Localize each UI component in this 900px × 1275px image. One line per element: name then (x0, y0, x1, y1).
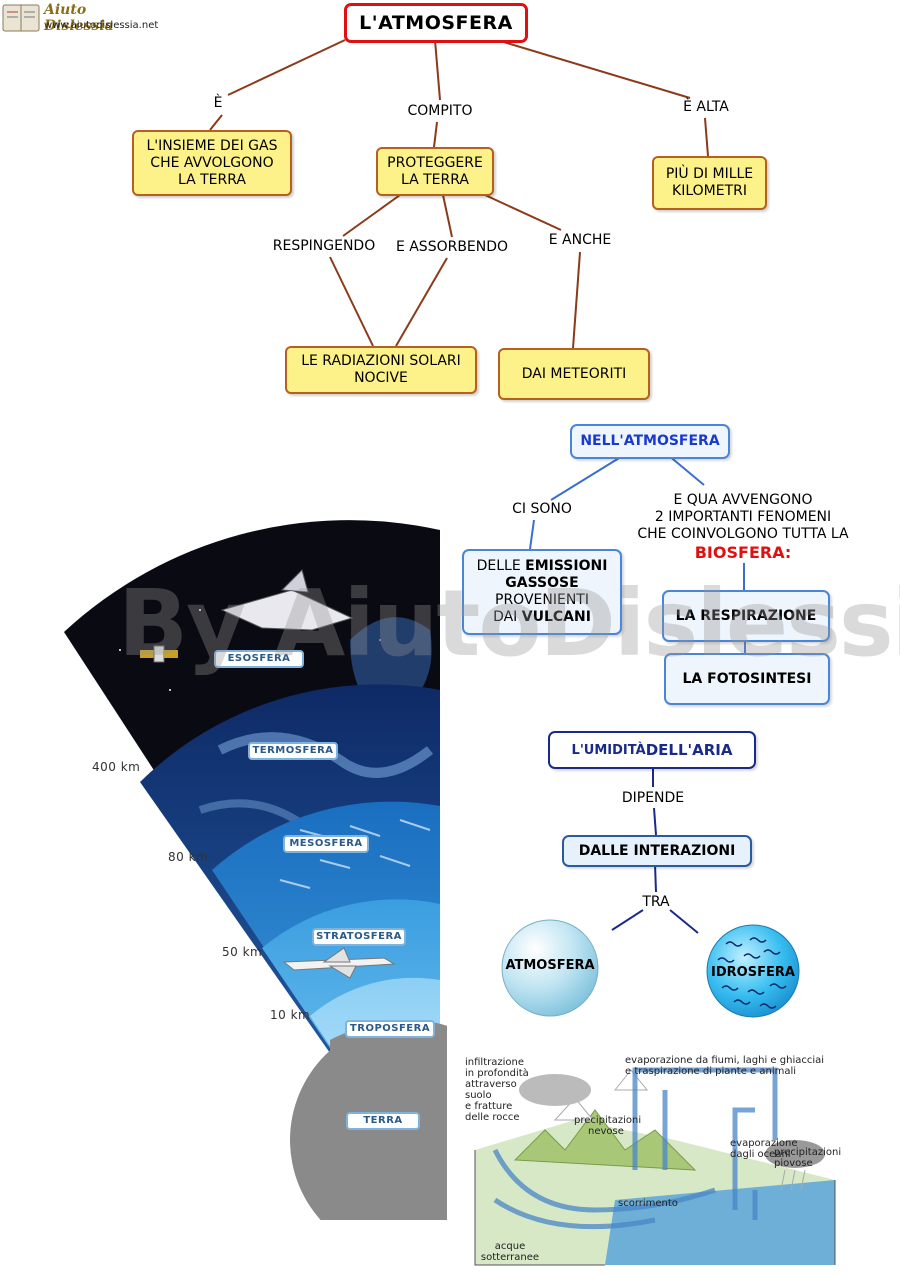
fenomeni-line3: CHE COINVOLGONO TUTTA LA (637, 526, 849, 542)
logo-url: www.aiutodislessia.net (44, 20, 159, 31)
box-proteggere: PROTEGGERE LA TERRA (376, 147, 494, 196)
box-nell-atmosfera: NELL'ATMOSFERA (570, 424, 730, 459)
cycle-scorrimento: scorrimento (618, 1198, 678, 1209)
box-respirazione: LA RESPIRAZIONE (662, 590, 830, 642)
nevose-l1: precipitazioni (574, 1115, 642, 1126)
layer-tag-stratosfera: STRATOSFERA (312, 928, 406, 946)
layer-tag-esosfera: ESOSFERA (214, 650, 304, 668)
layer-tag-termosfera: TERMOSFERA (248, 742, 338, 760)
link-label-dipende: DIPENDE (621, 790, 685, 806)
link-label-anche: E ANCHE (548, 232, 612, 248)
link-label-fenomeni: E QUA AVVENGONO 2 IMPORTANTI FENOMENI CH… (618, 492, 868, 561)
km-80: 80 km (168, 850, 209, 864)
cycle-evap-oceani: evaporazione dagli oceani (730, 1138, 798, 1160)
infiltrazione-l5: e fratture (465, 1101, 513, 1112)
box-umidita: L'UMIDITÀ DELL'ARIA (548, 731, 756, 769)
cycle-precip-nevose: precipitazioni nevose (574, 1115, 641, 1137)
emissioni-line4: DAI VULCANI (477, 609, 608, 626)
link-label-tra: TRA (642, 894, 670, 910)
layer-tag-troposfera: TROPOSFERA (345, 1020, 435, 1038)
emissioni-line2: GASSOSE (477, 575, 608, 592)
evap-fiumi-l2: e traspirazione di piante e animali (625, 1066, 797, 1077)
box-insieme-gas: L'INSIEME DEI GAS CHE AVVOLGONO LA TERRA (132, 130, 292, 196)
fenomeni-line1: E QUA AVVENGONO (673, 492, 813, 508)
km-400: 400 km (92, 760, 141, 774)
box-meteoriti: DAI METEORITI (498, 348, 650, 400)
km-50: 50 km (222, 945, 263, 959)
box-proteggere-line2: LA TERRA (400, 171, 469, 188)
box-emissioni: DELLE EMISSIONI GASSOSE PROVENIENTI DAI … (462, 549, 622, 635)
box-radiazioni-line2: NOCIVE (354, 370, 408, 386)
emissioni-line3: PROVENIENTI (495, 592, 589, 608)
emissioni-l1a: DELLE (476, 558, 526, 574)
box-gas-line2: CHE AVVOLGONO (150, 154, 274, 171)
emissioni-l2: GASSOSE (505, 575, 579, 591)
link-label-ci-sono: CI SONO (512, 501, 572, 517)
emissioni-l1b: EMISSIONI (525, 558, 608, 574)
box-gas-line1: L'INSIEME DEI GAS (146, 137, 278, 154)
nevose-l2: nevose (588, 1126, 624, 1137)
logo-name: Aiuto Dislessia (44, 2, 114, 34)
cycle-acque: acque sotterranee (472, 1241, 548, 1263)
umidita-part2: DELL'ARIA (645, 740, 733, 759)
fenomeni-line2: 2 IMPORTANTI FENOMENI (654, 509, 832, 525)
emissioni-l4a: DAI (493, 609, 522, 625)
infiltrazione-l3: attraverso (465, 1079, 517, 1090)
label-atmosfera: ATMOSFERA (505, 958, 595, 973)
km-10: 10 km (270, 1008, 311, 1022)
box-proteggere-line1: PROTEGGERE (387, 154, 483, 171)
oceani-l1: evaporazione (730, 1138, 798, 1149)
layer-tag-mesosfera: MESOSFERA (283, 835, 369, 853)
link-label-compito: COMPITO (407, 103, 473, 119)
link-label-assorbendo: E ASSORBENDO (395, 239, 509, 255)
infiltrazione-l4: suolo (465, 1090, 492, 1101)
umidita-part1: L'UMIDITÀ (571, 742, 646, 758)
infiltrazione-l2: in profondità (465, 1068, 529, 1079)
box-mille-line1: PIÙ DI MILLE (665, 166, 754, 182)
link-label-respingendo: RESPINGENDO (272, 238, 376, 254)
cycle-precip-piovose: precipitazioni piovose (774, 1147, 841, 1169)
evap-fiumi-l1: evaporazione da fiumi, laghi e ghiacciai (625, 1055, 825, 1066)
emissioni-line1: DELLE EMISSIONI (477, 558, 608, 575)
acque-l2: sotterranee (480, 1252, 540, 1263)
oceani-l2: dagli oceani (730, 1149, 791, 1160)
cycle-evaporazione-fiumi: evaporazione da fiumi, laghi e ghiacciai… (625, 1055, 824, 1077)
water-cycle-illustration (474, 1067, 836, 1266)
acque-l1: acque (494, 1241, 526, 1252)
emissioni-l4b: VULCANI (521, 609, 591, 625)
link-label-e: È (213, 95, 223, 111)
infiltrazione-l1: infiltrazione (465, 1057, 524, 1068)
box-gas-line3: LA TERRA (177, 171, 246, 188)
layer-tag-terra: TERRA (346, 1112, 420, 1130)
site-logo: Aiuto Dislessia www.aiutodislessia.net (0, 0, 158, 36)
label-idrosfera: IDROSFERA (711, 965, 795, 980)
sphere-idrosfera (706, 924, 800, 1018)
cycle-infiltrazione: infiltrazione in profondità attraverso s… (465, 1057, 529, 1123)
box-radiazioni: LE RADIAZIONI SOLARI NOCIVE (285, 346, 477, 394)
biosfera-label: BIOSFERA: (694, 543, 792, 562)
atmosphere-layers-illustration (64, 520, 447, 1220)
infiltrazione-l6: delle rocce (465, 1112, 520, 1123)
piovose-l1: precipitazioni (774, 1147, 842, 1158)
box-mille-line2: KILOMETRI (672, 183, 747, 199)
link-label-e-alta: È ALTA (683, 99, 729, 115)
book-icon (2, 4, 40, 32)
main-title: L'ATMOSFERA (344, 3, 528, 43)
box-mille-km: PIÙ DI MILLE KILOMETRI (652, 156, 767, 210)
box-interazioni: DALLE INTERAZIONI (562, 835, 752, 867)
piovose-l2: piovose (774, 1158, 813, 1169)
box-fotosintesi: LA FOTOSINTESI (664, 653, 830, 705)
box-radiazioni-line1: LE RADIAZIONI SOLARI (301, 353, 461, 369)
sphere-atmosfera (501, 919, 599, 1017)
